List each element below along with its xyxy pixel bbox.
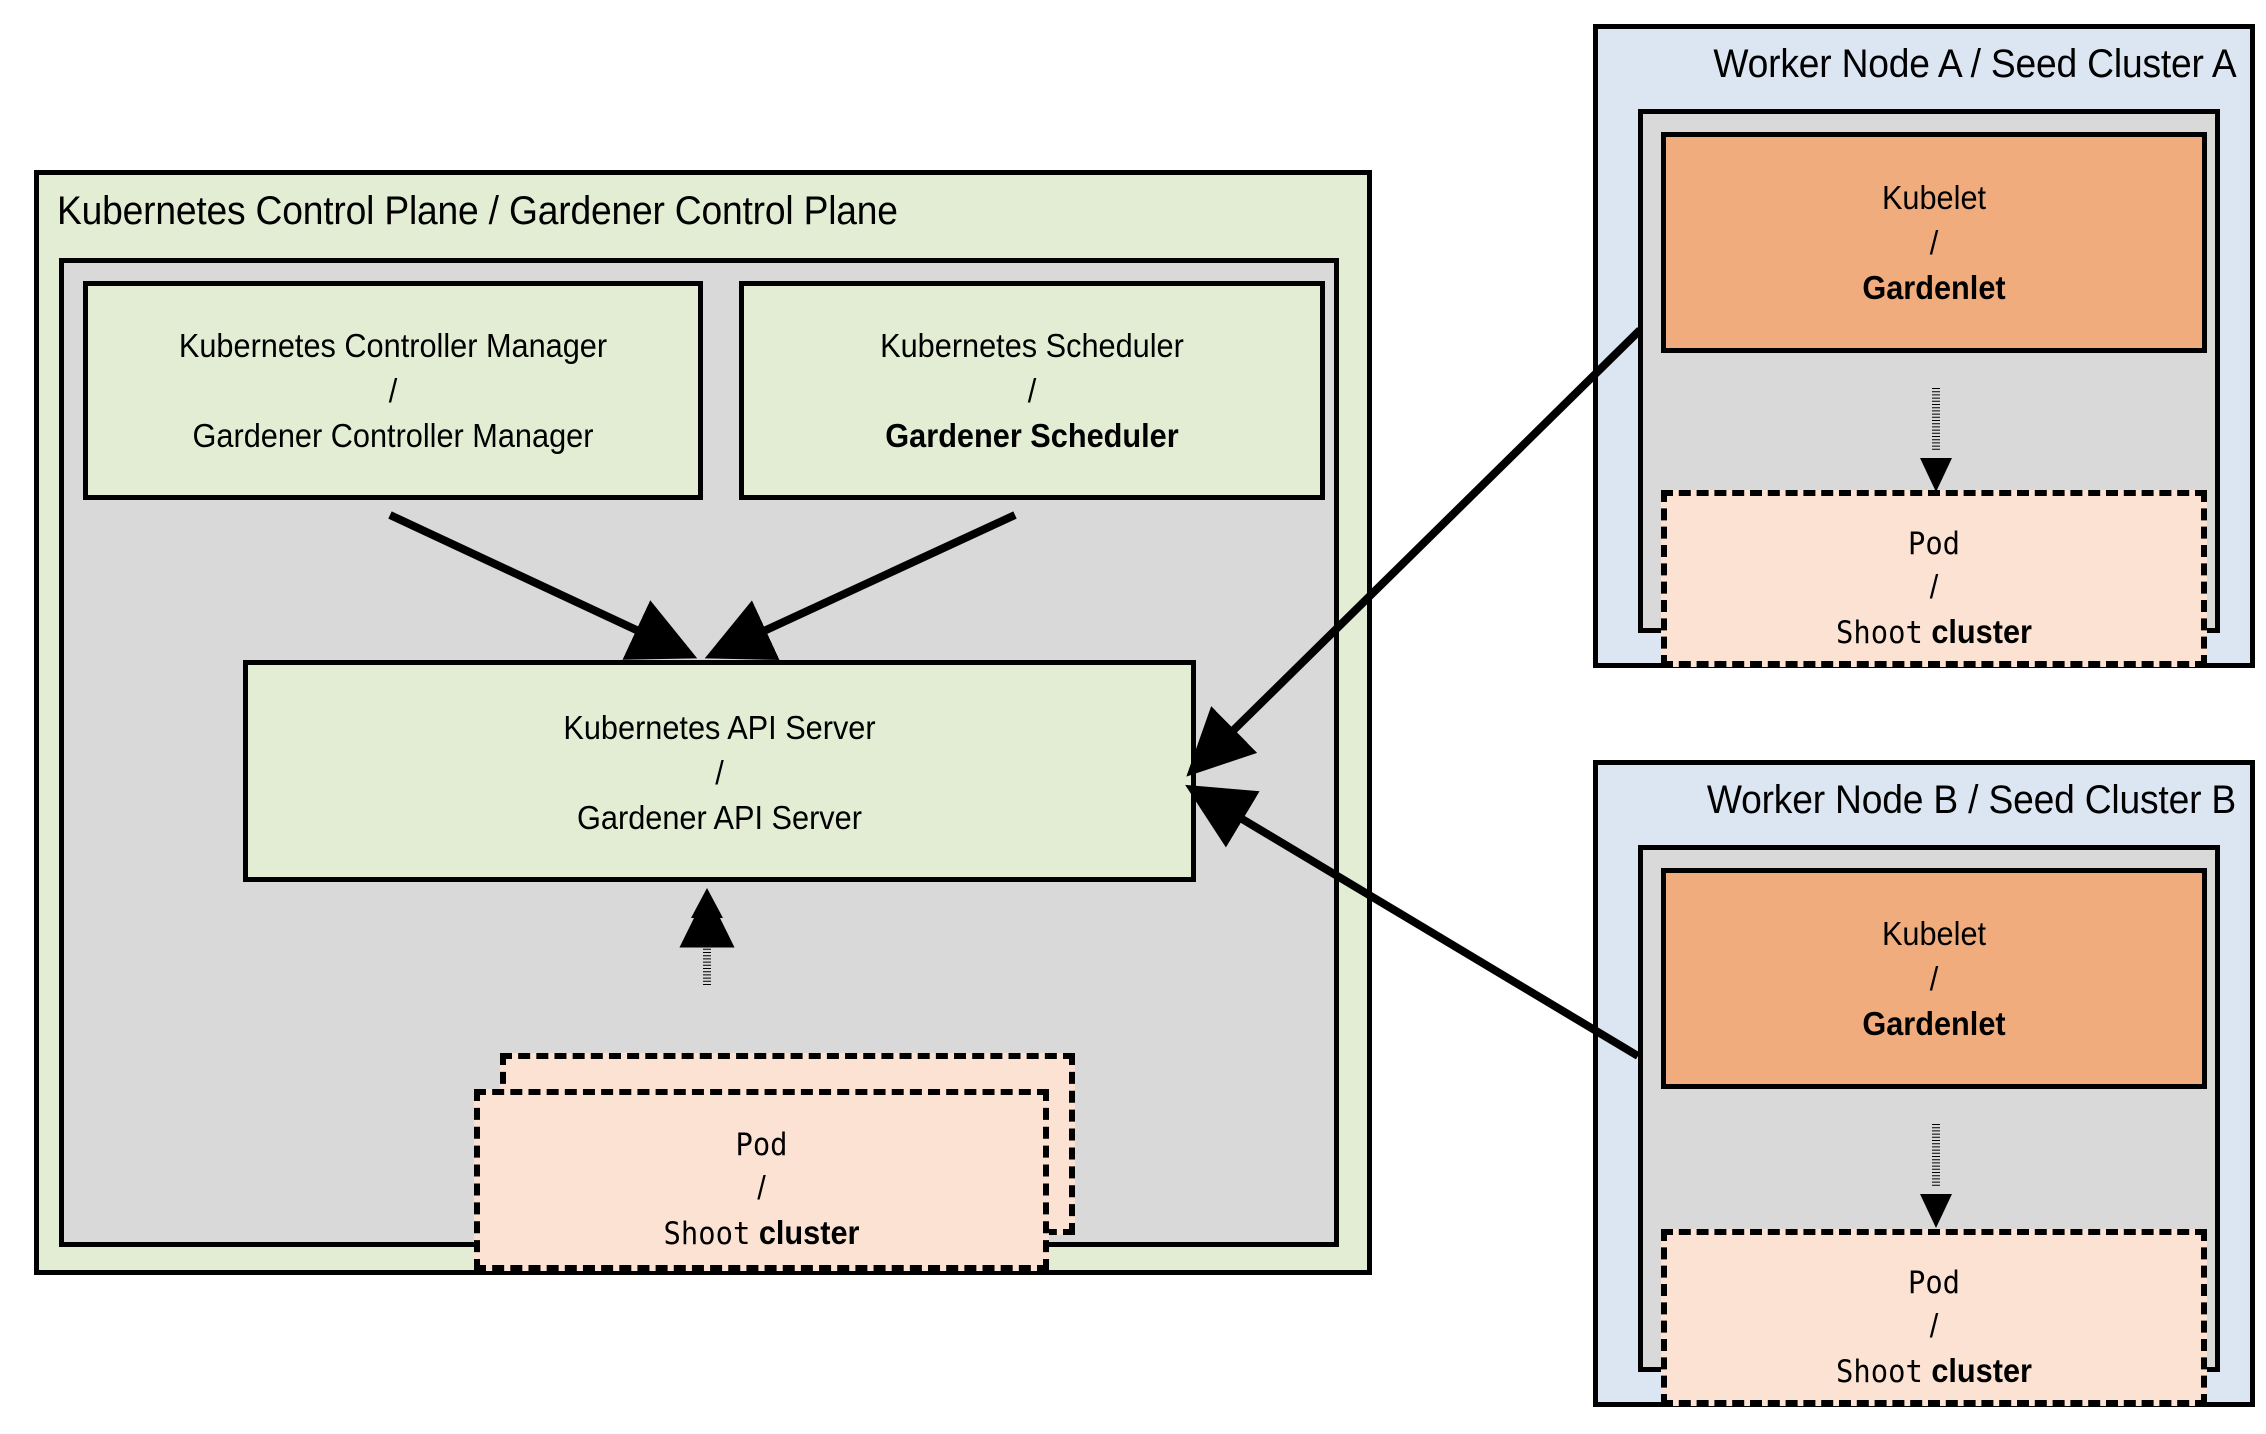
control-plane-pod-label: Pod / Shoot cluster [500, 1123, 1024, 1257]
kubelet-label-b: Kubelet / Gardenlet [1685, 911, 2183, 1048]
pod-line2-a: Shoot cluster [1686, 609, 2183, 656]
pod-line2-mono-b: Shoot [1836, 1353, 1923, 1390]
control-plane-pod-separator: / [757, 1169, 766, 1207]
kubelet-label-a: Kubelet / Gardenlet [1685, 175, 2183, 312]
kubelet-gardenlet-box-a[interactable]: Kubelet / Gardenlet [1661, 132, 2207, 353]
worker-node-a-panel: Worker Node A / Seed Cluster A Kubelet /… [1593, 24, 2255, 668]
controller-manager-label: Kubernetes Controller Manager / Gardener… [109, 323, 676, 460]
control-plane-pod-line2: Shoot cluster [500, 1210, 1024, 1257]
api-server-separator: / [715, 753, 724, 791]
worker-node-b-panel: Worker Node B / Seed Cluster B Kubelet /… [1593, 760, 2255, 1407]
control-plane-panel: Kubernetes Control Plane / Gardener Cont… [34, 170, 1372, 1275]
worker-node-a-title: Worker Node A / Seed Cluster A [1712, 42, 2236, 86]
scheduler-label: Kubernetes Scheduler / Gardener Schedule… [764, 323, 1300, 460]
api-server-line1: Kubernetes API Server [563, 709, 876, 746]
pod-label-b: Pod / Shoot cluster [1686, 1261, 2183, 1395]
kubernetes-scheduler-box[interactable]: Kubernetes Scheduler / Gardener Schedule… [739, 281, 1325, 500]
kubelet-separator-a: / [1929, 223, 1939, 261]
control-plane-inner-region: Kubernetes Controller Manager / Gardener… [59, 258, 1339, 1271]
controller-manager-line2: Gardener Controller Manager [192, 416, 594, 454]
pod-line1-a: Pod [1907, 526, 1961, 562]
worker-node-b-inner-region: Kubelet / Gardenlet Pod / Shoot cluster [1638, 845, 2220, 1406]
controller-manager-line1: Kubernetes Controller Manager [178, 327, 608, 364]
kubernetes-controller-manager-box[interactable]: Kubernetes Controller Manager / Gardener… [83, 281, 703, 500]
kubelet-line2-b: Gardenlet [1862, 1004, 2006, 1042]
control-plane-title: Kubernetes Control Plane / Gardener Cont… [57, 189, 898, 233]
control-plane-pod-line2-mono: Shoot [663, 1215, 751, 1252]
kubelet-separator-b: / [1929, 959, 1939, 997]
kubelet-line2-a: Gardenlet [1862, 268, 2006, 306]
worker-node-b-title: Worker Node B / Seed Cluster B [1706, 778, 2236, 822]
pod-line2-mono-a: Shoot [1836, 614, 1923, 651]
controller-manager-separator: / [388, 371, 398, 409]
api-server-label: Kubernetes API Server / Gardener API Ser… [281, 705, 1158, 842]
scheduler-line1: Kubernetes Scheduler [880, 327, 1184, 364]
scheduler-line2: Gardener Scheduler [885, 416, 1179, 454]
pod-line2-bold-b: cluster [1931, 1351, 2032, 1389]
pod-line2-bold-a: cluster [1931, 612, 2032, 650]
kubelet-line1-a: Kubelet [1881, 179, 1987, 216]
control-plane-pod-box[interactable]: Pod / Shoot cluster [474, 1089, 1049, 1271]
api-server-line2: Gardener API Server [577, 798, 862, 836]
pod-label-a: Pod / Shoot cluster [1686, 522, 2183, 656]
pod-box-a[interactable]: Pod / Shoot cluster [1661, 490, 2207, 667]
pod-separator-a: / [1929, 568, 1939, 606]
control-plane-pod-line2-bold: cluster [758, 1213, 860, 1251]
kubelet-gardenlet-box-b[interactable]: Kubelet / Gardenlet [1661, 868, 2207, 1089]
worker-node-a-inner-region: Kubelet / Gardenlet Pod / Shoot cluster [1638, 109, 2220, 667]
kubelet-line1-b: Kubelet [1881, 915, 1987, 952]
pod-line2-b: Shoot cluster [1686, 1348, 2183, 1395]
pod-line1-b: Pod [1907, 1265, 1961, 1301]
control-plane-pod-line1: Pod [735, 1127, 788, 1163]
kubernetes-api-server-box[interactable]: Kubernetes API Server / Gardener API Ser… [243, 660, 1196, 882]
pod-separator-b: / [1929, 1307, 1939, 1345]
pod-box-b[interactable]: Pod / Shoot cluster [1661, 1229, 2207, 1406]
scheduler-separator: / [1027, 371, 1037, 409]
